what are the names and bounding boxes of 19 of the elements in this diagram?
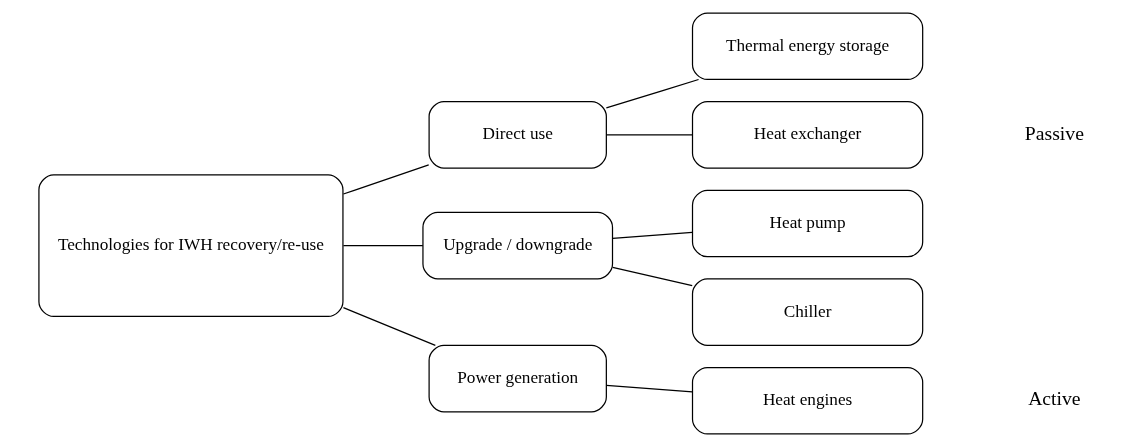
node-box: Heat engines: [691, 366, 923, 435]
label: Active: [1027, 387, 1081, 410]
connector: [605, 78, 699, 109]
connector: [605, 134, 693, 136]
node-box: Heat exchanger: [691, 101, 923, 169]
node-box: Thermal energy storage: [691, 12, 923, 81]
node-box: Technologies for IWH recovery/re-use: [37, 174, 344, 318]
node-box: Heat pump: [691, 189, 923, 258]
connector: [611, 231, 693, 240]
connector: [342, 245, 423, 247]
node-box: Chiller: [691, 278, 923, 346]
node-box: Upgrade / downgrade: [421, 211, 613, 280]
connector: [605, 384, 693, 393]
connector: [342, 164, 429, 195]
connector: [611, 266, 693, 287]
node-box: Power generation: [428, 344, 607, 413]
connector: [342, 307, 436, 346]
label: Passive: [1024, 121, 1084, 144]
node-box: Direct use: [428, 101, 607, 169]
